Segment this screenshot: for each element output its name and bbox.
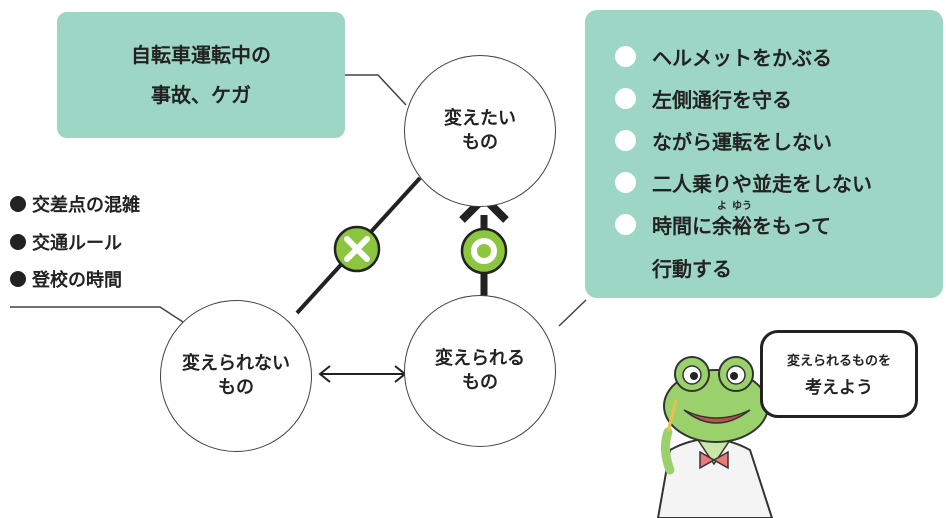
action-item-1: ヘルメットをかぶる: [615, 42, 832, 71]
bullet-icon: [615, 46, 636, 67]
circle-cannot-change: 変えられない もの: [160, 300, 312, 452]
problem-line-1: 自転車運転中の: [131, 43, 271, 67]
connector-factors-to-circle: [10, 306, 184, 323]
speech-bubble: 変えられるものを 考えよう: [760, 330, 918, 418]
circle-can-change: 変えられる もの: [404, 295, 556, 447]
frog-professor-illustration: [656, 356, 774, 518]
factor-item-1: 交差点の混雑: [10, 191, 140, 217]
bullet-icon: [10, 271, 26, 287]
circle-want-to-change: 変えたい もの: [404, 55, 556, 207]
problem-line-2: 事故、ケガ: [151, 83, 251, 107]
bullet-icon: [615, 130, 636, 151]
circle-mark-icon: [460, 227, 508, 275]
arrow-left-head: [318, 365, 331, 383]
actions-box: ヘルメットをかぶる 左側通行を守る ながら運転をしない 二人乗りや並走をしない …: [585, 10, 943, 298]
action-item-4: 二人乗りや並走をしない: [615, 168, 872, 197]
cross-mark-icon: [333, 225, 381, 273]
connector-problem-to-circle: [345, 74, 407, 106]
problem-box: 自転車運転中の 事故、ケガ: [57, 12, 345, 138]
bullet-icon: [615, 172, 636, 193]
connector-actions-to-circle: [558, 299, 587, 327]
action-item-3: ながら運転をしない: [615, 126, 832, 155]
bullet-icon: [615, 214, 636, 235]
factor-item-2: 交通ルール: [10, 229, 122, 255]
bullet-icon: [10, 234, 26, 250]
bullet-icon: [10, 196, 26, 212]
bullet-icon: [615, 88, 636, 109]
action-item-5-line-2: 行動する: [652, 257, 732, 281]
action-item-5: 時間に余よ裕ゆうをもって 行動する: [615, 201, 831, 282]
factor-item-3: 登校の時間: [10, 266, 122, 292]
action-item-2: 左側通行を守る: [615, 84, 792, 113]
